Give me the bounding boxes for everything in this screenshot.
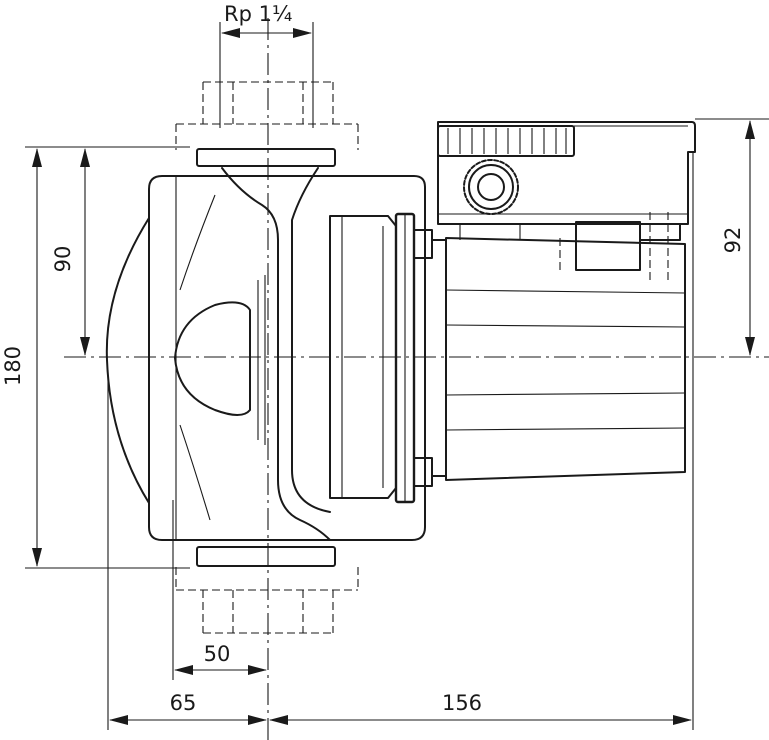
dimension-pipe-half-height xyxy=(80,148,90,356)
centerlines xyxy=(64,18,769,740)
bottom-connection xyxy=(175,546,359,634)
body-offset-label: 65 xyxy=(170,691,197,715)
pump-housing xyxy=(105,167,426,541)
pipe-half-height-label: 90 xyxy=(51,246,75,273)
motor-length-label: 156 xyxy=(442,691,482,715)
dimension-motor-height xyxy=(695,118,769,356)
motor-flange xyxy=(329,212,447,504)
terminal-box xyxy=(437,121,696,282)
control-knob-icon xyxy=(463,159,519,215)
motor-height-label: 92 xyxy=(721,227,745,254)
motor-body xyxy=(445,237,686,481)
hub-offset-label: 50 xyxy=(204,642,231,666)
total-height-label: 180 xyxy=(1,346,25,386)
dimension-motor-length xyxy=(269,152,694,730)
dimension-thread xyxy=(219,22,314,128)
thread-size-label: Rp 1¼ xyxy=(224,2,292,26)
dimension-body-offset xyxy=(107,370,267,730)
dimension-hub-offset xyxy=(172,500,267,680)
top-connection xyxy=(175,81,359,167)
